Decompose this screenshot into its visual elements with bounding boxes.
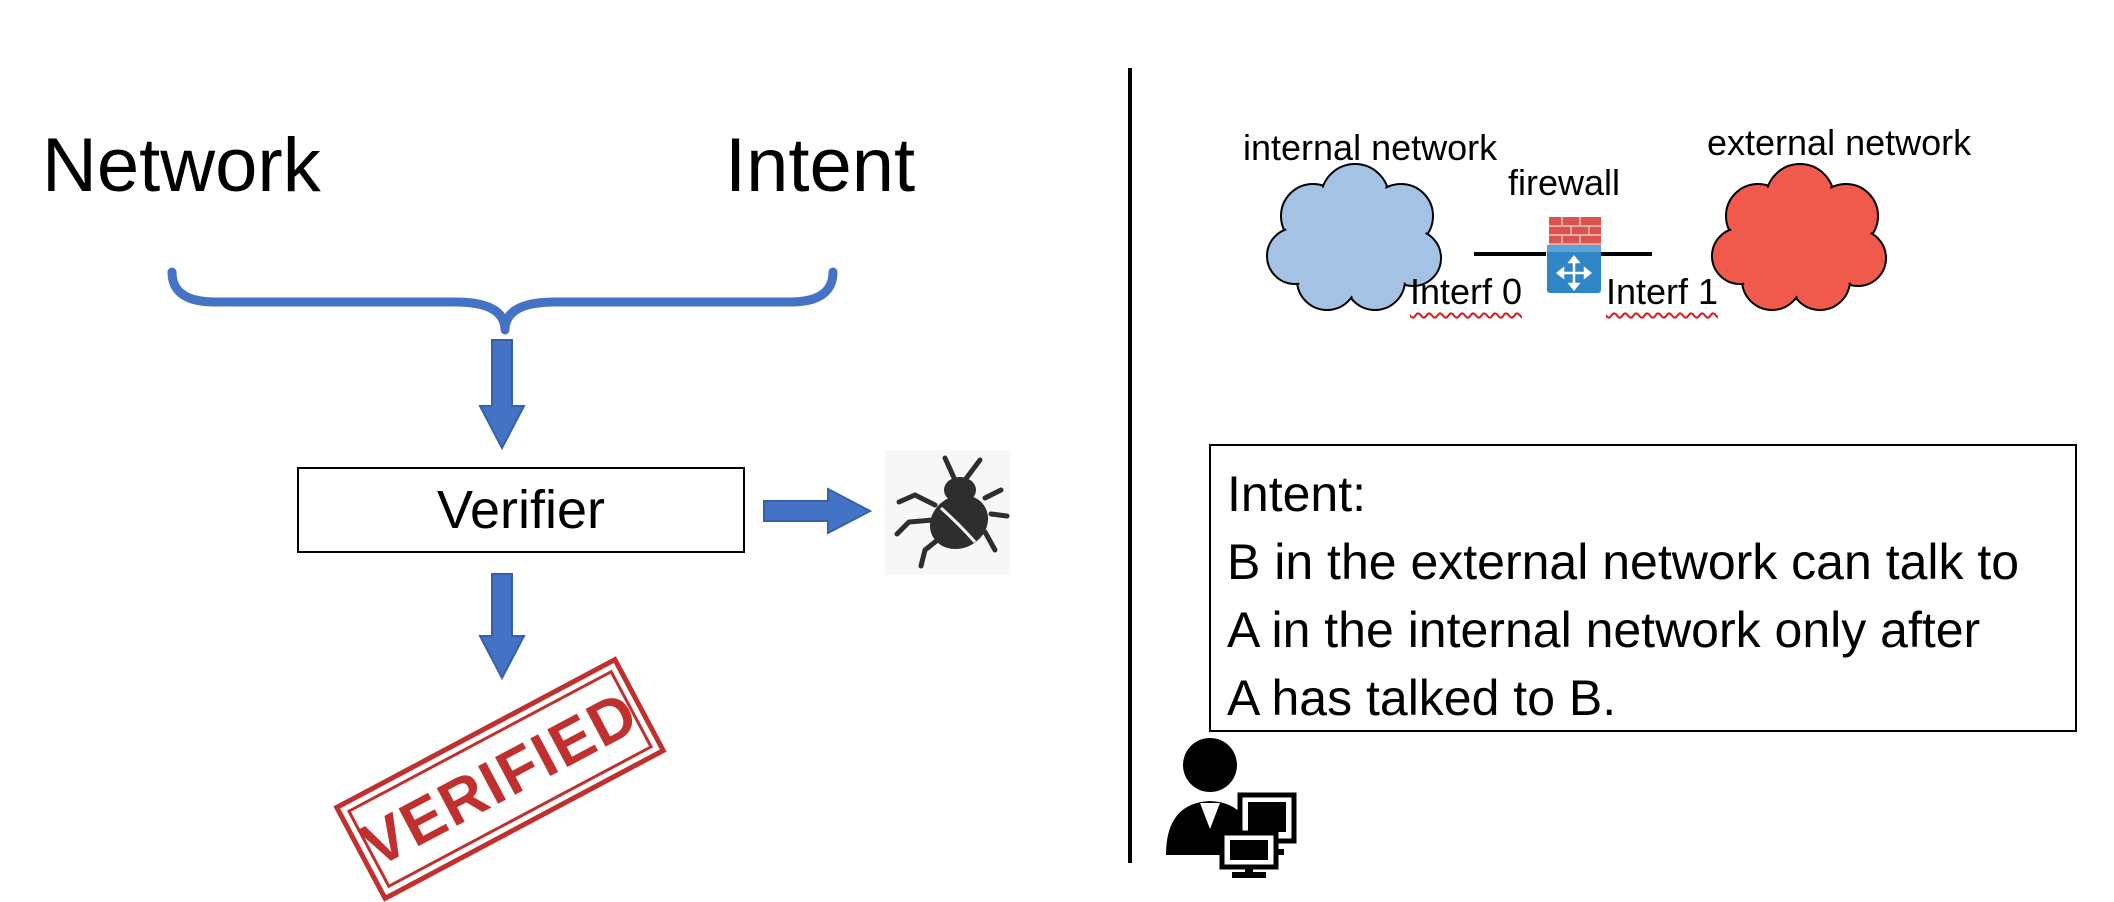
verifier-label: Verifier (436, 480, 606, 540)
internal-network-label: internal network (1243, 127, 1498, 168)
firewall-icon (1547, 217, 1601, 293)
intent-line-2: B in the external network can talk to (1227, 534, 2020, 590)
verified-stamp-icon: VERIFIED (333, 656, 667, 902)
network-label: Network (42, 123, 321, 208)
link-firewall-external (1600, 252, 1652, 256)
intent-line-3: A in the internal network only after (1227, 602, 1981, 658)
intent-box: Intent: B in the external network can ta… (1209, 444, 2077, 732)
admin-user-icon (1166, 738, 1297, 878)
verifier-box: Verifier (297, 467, 745, 553)
intent-line-4: A has talked to B. (1227, 670, 1617, 726)
external-network-cloud-icon (1711, 163, 1887, 311)
interface1-label: Interf 1 (1606, 271, 1719, 312)
router-icon (1555, 254, 1593, 292)
external-network-label: external network (1707, 122, 1972, 163)
verified-stamp-text: VERIFIED (350, 677, 650, 881)
internal-network-cloud-icon (1266, 163, 1442, 311)
link-internal-firewall (1474, 252, 1546, 256)
curly-brace-icon (167, 267, 838, 335)
bug-icon (885, 450, 1010, 575)
intent-label: Intent (725, 123, 916, 208)
arrow-right-to-bug (763, 487, 872, 535)
intent-line-1: Intent: (1227, 466, 1366, 522)
arrow-down-to-stamp (478, 573, 526, 680)
firewall-label: firewall (1508, 162, 1621, 203)
arrow-down-to-verifier (478, 339, 526, 450)
vertical-divider (1128, 68, 1132, 863)
interface0-label: Interf 0 (1410, 271, 1523, 312)
